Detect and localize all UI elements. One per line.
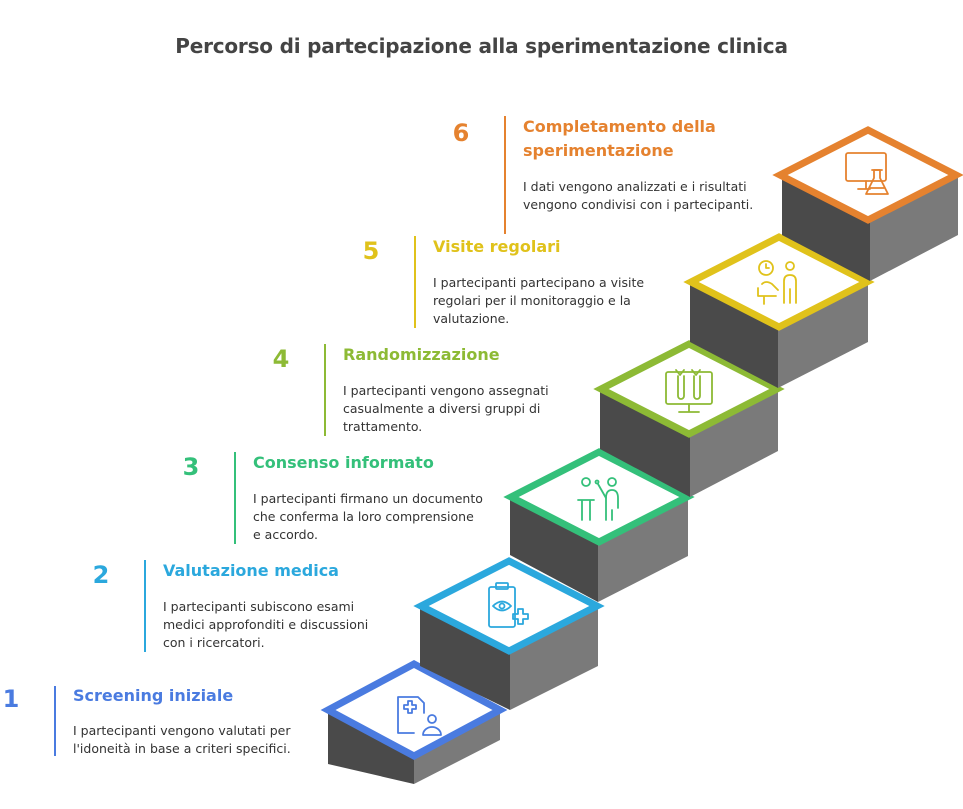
step-number: 3 (182, 453, 200, 481)
stair-step-1 (320, 660, 508, 784)
step-divider (54, 686, 56, 756)
step-divider (144, 560, 146, 652)
step-divider (324, 344, 326, 436)
stair-step-2 (413, 557, 605, 710)
step-number: 1 (2, 685, 20, 713)
step-title: Completamento della sperimentazione (523, 117, 716, 160)
step-title: Visite regolari (433, 237, 561, 256)
step-description: I dati vengono analizzati e i risultati … (523, 179, 754, 212)
step-number: 6 (452, 119, 470, 147)
monitor-vials-icon (665, 369, 713, 413)
step-number: 5 (362, 237, 380, 265)
stair-step-6 (772, 126, 963, 281)
step-number: 4 (272, 345, 290, 373)
clipboard-medical-person-icon (397, 696, 442, 736)
step-title: Consenso informato (253, 453, 434, 472)
presenter-consent-icon (577, 477, 619, 521)
step-divider (414, 236, 416, 328)
clock-person-visit-icon (757, 260, 797, 305)
step-number: 2 (92, 561, 110, 589)
step-divider (504, 116, 506, 234)
step-title: Screening iniziale (73, 686, 234, 705)
step-description: I partecipanti partecipano a visite rego… (433, 275, 645, 326)
step-description: I partecipanti vengono valutati per l'id… (73, 723, 291, 756)
step-description: I partecipanti firmano un documento che … (253, 491, 483, 542)
stair-step-4 (593, 340, 785, 497)
step-divider (234, 452, 236, 544)
step-title: Valutazione medica (163, 561, 339, 580)
step-title: Randomizzazione (343, 345, 500, 364)
page-title: Percorso di partecipazione alla sperimen… (175, 34, 788, 58)
step-description: I partecipanti subiscono esami medici ap… (163, 599, 369, 650)
stair-step-3 (503, 448, 695, 602)
step-description: I partecipanti vengono assegnati casualm… (343, 383, 549, 434)
stair-step-5 (683, 233, 875, 388)
clipboard-eye-plus-icon (488, 582, 529, 628)
monitor-flask-icon (845, 152, 889, 195)
